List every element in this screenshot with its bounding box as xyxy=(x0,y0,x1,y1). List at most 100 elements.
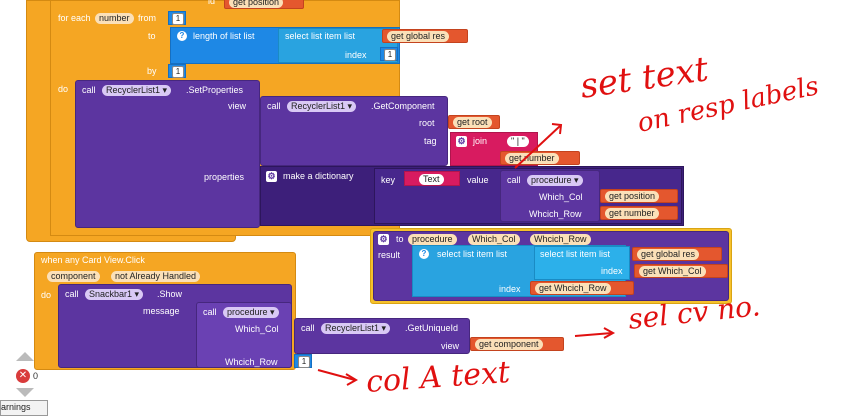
show-label: .Show xyxy=(157,289,183,299)
get-whcich-row-text: get Whcich_Row xyxy=(535,283,611,294)
join-label: join xyxy=(473,136,488,146)
param-which-col[interactable]: Which_Col xyxy=(468,234,520,245)
get-position-block[interactable]: get position xyxy=(224,0,304,9)
get-number-text: get number xyxy=(505,153,559,164)
scroll-up-icon[interactable] xyxy=(16,352,34,361)
row-number-block[interactable]: 1 xyxy=(294,354,312,368)
recycler-dropdown-3[interactable]: RecyclerList1 ▾ xyxy=(321,323,391,334)
component-param[interactable]: component xyxy=(47,271,100,282)
get-number-block[interactable]: get number xyxy=(500,151,580,165)
message-label: message xyxy=(143,306,180,316)
view-label: view xyxy=(228,101,247,111)
help-icon-2[interactable]: ? xyxy=(419,249,429,259)
make-dictionary-label: make a dictionary xyxy=(283,171,354,181)
arrow-to-row-number xyxy=(317,369,356,381)
get-number-text-2: get number xyxy=(605,208,659,219)
do-label-2: do xyxy=(41,290,52,300)
call-label: call xyxy=(82,85,96,95)
call-label-3: call xyxy=(507,175,521,185)
get-global-res-text-2: get global res xyxy=(637,249,700,260)
row-number[interactable]: 1 xyxy=(298,356,310,368)
index-label-2: index xyxy=(499,284,521,294)
view-label-2: view xyxy=(441,341,460,351)
select-list-item-label-3: select list item list xyxy=(540,249,611,259)
get-position-text: get position xyxy=(229,0,284,8)
recycler-dropdown-2[interactable]: RecyclerList1 ▾ xyxy=(287,101,357,112)
get-whcich-row-block[interactable]: get Whcich_Row xyxy=(530,281,634,295)
call-procedure-block[interactable]: call procedure ▾ Which_Col Whcich_Row xyxy=(500,170,600,222)
get-component-block-2[interactable]: get component xyxy=(470,337,564,351)
param-whcich-row[interactable]: Whcich_Row xyxy=(530,234,591,245)
set-properties-block[interactable]: call RecyclerList1 ▾ .SetProperties view… xyxy=(75,80,260,228)
do-label: do xyxy=(58,84,69,94)
gear-icon[interactable]: ⚙ xyxy=(456,136,467,147)
select-list-item-label: select list item list xyxy=(285,31,356,41)
get-component-text: get component xyxy=(475,339,543,350)
error-count: 0 xyxy=(33,371,39,381)
by-label: by xyxy=(147,66,157,76)
get-global-res-block[interactable]: get global res xyxy=(382,29,468,43)
from-number-block[interactable]: 1 xyxy=(168,11,186,25)
to-label: to xyxy=(148,31,156,41)
join-text[interactable]: " | " xyxy=(507,136,529,147)
whcich-row-label-2: Whcich_Row xyxy=(225,357,278,367)
warnings-label: arnings xyxy=(1,402,31,412)
scroll-down-icon[interactable] xyxy=(16,388,34,397)
which-col-label: Which_Col xyxy=(539,192,583,202)
call-label-5: call xyxy=(203,307,217,317)
get-component-block[interactable]: call RecyclerList1 ▾ .GetComponent root … xyxy=(260,96,448,166)
from-number[interactable]: 1 xyxy=(172,13,184,25)
by-number[interactable]: 1 xyxy=(172,66,184,78)
select-list-item-inner[interactable]: select list item list index xyxy=(534,246,630,280)
by-number-block[interactable]: 1 xyxy=(168,64,186,78)
select-list-item-block[interactable]: select list item list index xyxy=(278,28,398,63)
get-unique-id-label: .GetUniqueId xyxy=(405,323,459,333)
index-number[interactable]: 1 xyxy=(384,49,396,61)
tag-label: tag xyxy=(424,136,437,146)
index-label: index xyxy=(345,50,367,60)
procedure-name-field[interactable]: procedure xyxy=(408,234,457,245)
snackbar-text: Snackbar1 xyxy=(89,289,133,299)
get-root-block[interactable]: get root xyxy=(448,115,500,129)
get-which-col-text: get Which_Col xyxy=(639,266,706,277)
get-root-text: get root xyxy=(453,117,492,128)
get-component-label: .GetComponent xyxy=(371,101,435,111)
procedure-text-2: procedure xyxy=(227,307,268,317)
key-label: key xyxy=(381,175,396,185)
get-unique-id-block[interactable]: call RecyclerList1 ▾ .GetUniqueId view xyxy=(294,318,470,354)
which-col-label-2: Which_Col xyxy=(235,324,279,334)
value-label: value xyxy=(467,175,489,185)
index-label-3: index xyxy=(601,266,623,276)
get-which-col-block[interactable]: get Which_Col xyxy=(634,264,728,278)
recycler-text: RecyclerList1 xyxy=(106,85,161,95)
text-string-block[interactable]: Text xyxy=(404,171,460,186)
call-label-2: call xyxy=(267,101,281,111)
index-number-block[interactable]: 1 xyxy=(380,47,398,61)
get-global-res-block-2[interactable]: get global res xyxy=(632,247,722,261)
not-handled-param[interactable]: not Already Handled xyxy=(111,271,201,282)
get-position-block-2[interactable]: get position xyxy=(600,189,678,203)
recycler-dropdown[interactable]: RecyclerList1 ▾ xyxy=(102,85,172,96)
get-number-block-2[interactable]: get number xyxy=(600,206,678,220)
call-procedure-block-2[interactable]: call procedure ▾ Which_Col Whcich_Row xyxy=(196,302,292,368)
recycler-text-2: RecyclerList1 xyxy=(291,101,346,111)
root-label: root xyxy=(419,118,435,128)
gear-icon-3[interactable]: ⚙ xyxy=(378,234,389,245)
help-icon[interactable]: ? xyxy=(177,31,187,41)
length-of-list-label: length of list list xyxy=(193,31,255,41)
get-global-res-text: get global res xyxy=(387,31,450,42)
properties-label: properties xyxy=(204,172,245,182)
error-icon[interactable]: ✕ xyxy=(16,369,30,383)
gear-icon-2[interactable]: ⚙ xyxy=(266,171,277,182)
call-label-6: call xyxy=(301,323,315,333)
from-label: from xyxy=(138,13,156,23)
procedure-dropdown-2[interactable]: procedure ▾ xyxy=(223,307,279,318)
call-label-4: call xyxy=(65,289,79,299)
procedure-dropdown[interactable]: procedure ▾ xyxy=(527,175,583,186)
id-label: id xyxy=(208,0,216,6)
number-variable[interactable]: number xyxy=(95,13,134,24)
text-string-value[interactable]: Text xyxy=(419,174,444,185)
snackbar-dropdown[interactable]: Snackbar1 ▾ xyxy=(85,289,144,300)
to-label-2: to xyxy=(396,234,404,244)
